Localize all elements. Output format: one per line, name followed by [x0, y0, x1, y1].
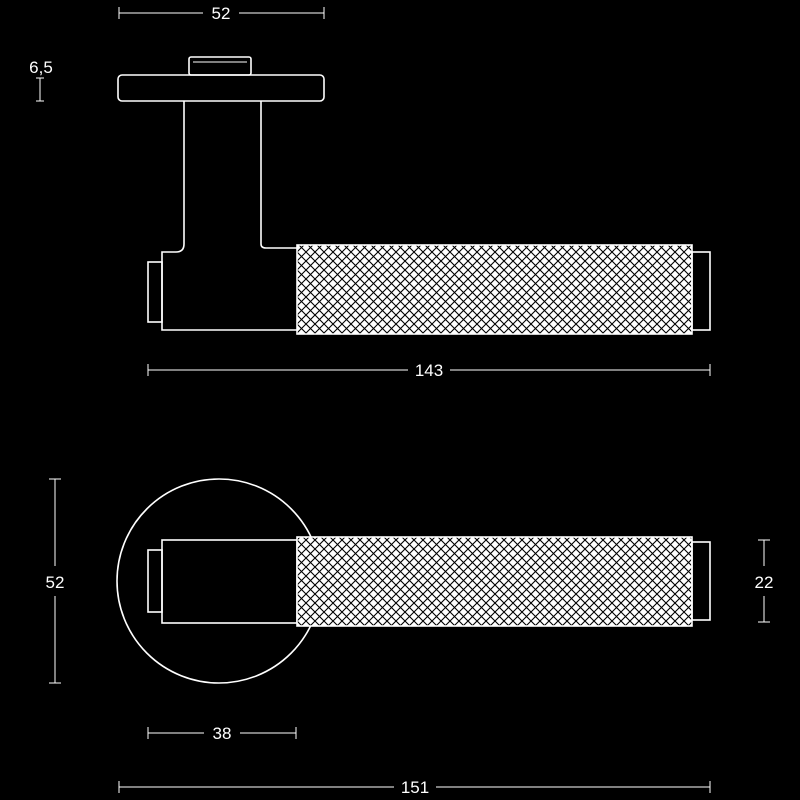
dim-rose-width-label: 52 [212, 4, 231, 23]
dim-lever-length-side: 143 [147, 361, 711, 380]
end-cap-left-side [147, 261, 163, 323]
lever-neck-front [161, 539, 298, 624]
dim-neck-length-label: 38 [213, 724, 232, 743]
lever-body-side [161, 101, 297, 331]
front-view [116, 478, 711, 684]
end-cap-right-front [691, 541, 711, 621]
dim-overall-length-label: 151 [401, 778, 429, 797]
side-view [117, 56, 711, 335]
knurled-grip-side [296, 244, 693, 335]
dim-rose-width: 52 [118, 4, 325, 23]
end-cap-right-side [691, 251, 711, 331]
dim-rose-thickness: 6,5 [29, 58, 53, 102]
spindle-boss [188, 56, 252, 76]
dim-neck-length: 38 [147, 724, 297, 743]
dim-grip-height: 22 [755, 539, 774, 623]
dim-rose-diameter-label: 52 [46, 573, 65, 592]
dim-rose-diameter: 52 [46, 478, 65, 684]
dim-overall-length: 151 [118, 778, 711, 797]
rose-plate-side [117, 74, 325, 102]
dim-lever-length-side-label: 143 [415, 361, 443, 380]
knurled-grip-front [296, 536, 693, 627]
dim-rose-thickness-label: 6,5 [29, 58, 53, 77]
end-cap-left-front [147, 549, 163, 613]
dim-grip-height-label: 22 [755, 573, 774, 592]
